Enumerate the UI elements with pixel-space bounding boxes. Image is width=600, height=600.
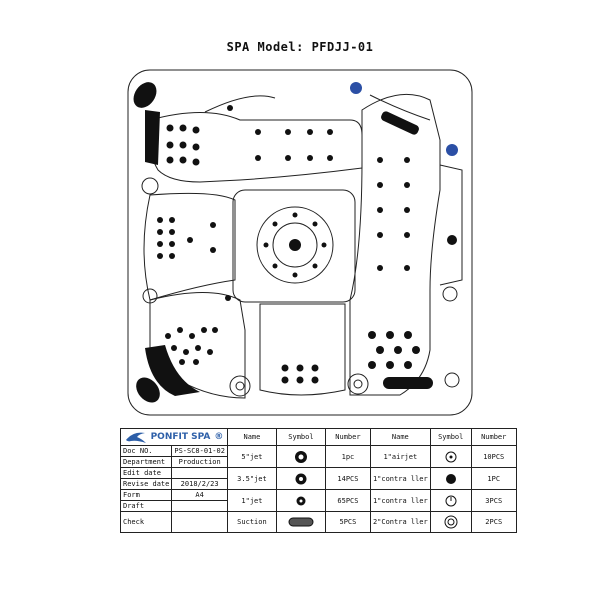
row-name-2: 1"contra ller bbox=[369, 489, 431, 512]
right-lounger bbox=[349, 93, 441, 396]
jet-5-icon bbox=[275, 445, 326, 468]
left-seat bbox=[143, 192, 236, 301]
brand-name: PONFIT SPA bbox=[150, 432, 211, 442]
controller-2-icon bbox=[429, 511, 472, 533]
col-symbol: Symbol bbox=[275, 428, 326, 446]
doc-label: Doc NO. bbox=[119, 445, 173, 457]
row-name-2: 2"Contra ller bbox=[369, 511, 431, 533]
footwell bbox=[232, 189, 356, 303]
airjet-icon bbox=[429, 445, 472, 468]
doc-value: Production bbox=[171, 456, 228, 468]
right-edge-seat bbox=[439, 164, 463, 286]
col-name: Name bbox=[226, 428, 277, 446]
spec-table: PONFIT SPA ® Name Symbol Number Name Sym… bbox=[119, 428, 517, 533]
row-name: 5"jet bbox=[226, 445, 277, 468]
tub-outline bbox=[127, 69, 473, 416]
footwell-jet-ring bbox=[256, 206, 334, 284]
bottom-step bbox=[259, 303, 346, 396]
col-symbol-2: Symbol bbox=[429, 428, 472, 446]
row-number: 65PCS bbox=[324, 489, 371, 512]
cupholder-bottom-left bbox=[136, 377, 160, 403]
row-number: 1pc bbox=[324, 445, 371, 468]
col-number-2: Number bbox=[470, 428, 517, 446]
controller-1-outline-icon bbox=[429, 489, 472, 512]
row-name-2: 1"contra ller bbox=[369, 467, 431, 490]
doc-label: Check bbox=[119, 511, 173, 533]
doc-value bbox=[171, 467, 228, 479]
armrest bbox=[204, 95, 276, 113]
doc-label: Form bbox=[119, 489, 173, 501]
light-top bbox=[350, 82, 362, 94]
pillow-right bbox=[383, 377, 433, 389]
logo-cell: PONFIT SPA ® bbox=[120, 428, 228, 446]
row-name: Suction bbox=[226, 511, 277, 533]
row-number-2: 2PCS bbox=[470, 511, 517, 533]
row-number-2: 1PC bbox=[470, 467, 517, 490]
controller-1-icon bbox=[429, 467, 472, 490]
row-number: 14PCS bbox=[324, 467, 371, 490]
row-name: 3.5"jet bbox=[226, 467, 277, 490]
headrest bbox=[369, 94, 431, 121]
light-right bbox=[446, 144, 458, 156]
pillow-top-right bbox=[381, 111, 419, 135]
suction-icon bbox=[275, 511, 326, 533]
row-name: 1"jet bbox=[226, 489, 277, 512]
lounger-seat bbox=[148, 112, 363, 183]
dolphin-icon bbox=[125, 432, 146, 443]
jets bbox=[157, 105, 457, 384]
page-title: SPA Model: PFDJJ-01 bbox=[226, 40, 374, 54]
pillow-left bbox=[145, 110, 160, 165]
doc-value: 2018/2/23 bbox=[171, 478, 228, 490]
doc-label: Revise date bbox=[119, 478, 173, 490]
registered-mark: ® bbox=[214, 432, 224, 442]
doc-label: Edit date bbox=[119, 467, 173, 479]
spa-layout-diagram bbox=[127, 69, 473, 416]
doc-value bbox=[171, 511, 228, 533]
doc-label: Department bbox=[119, 456, 173, 468]
doc-label: Draft bbox=[119, 500, 173, 512]
row-number: 5PCS bbox=[324, 511, 371, 533]
doc-value: A4 bbox=[171, 489, 228, 501]
cupholder-top-left bbox=[133, 82, 157, 108]
doc-value: PS-SC8-01-02 bbox=[171, 445, 228, 457]
jet-3-5-icon bbox=[275, 467, 326, 490]
row-number-2: 3PCS bbox=[470, 489, 517, 512]
row-name-2: 1"airjet bbox=[369, 445, 431, 468]
col-name-2: Name bbox=[369, 428, 431, 446]
pillow-bottom bbox=[145, 345, 200, 396]
row-number-2: 10PCS bbox=[470, 445, 517, 468]
doc-value bbox=[171, 500, 228, 512]
col-number: Number bbox=[324, 428, 371, 446]
jet-1-icon bbox=[275, 489, 326, 512]
